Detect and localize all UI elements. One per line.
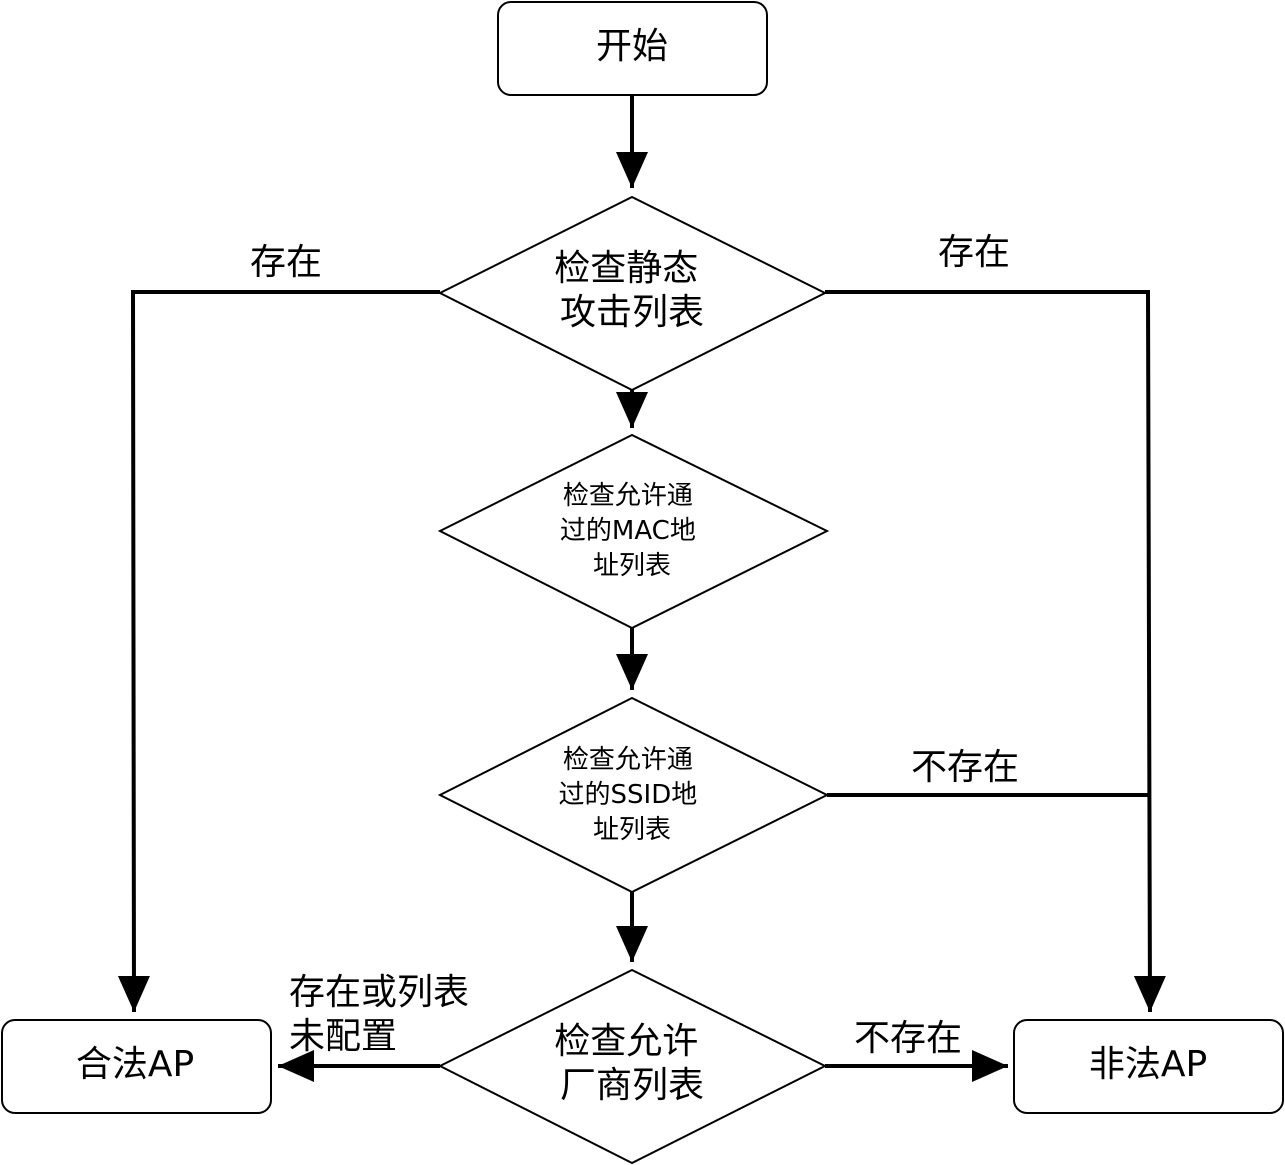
- node-static-attack-check: 检查静态 攻击列表: [437, 195, 828, 392]
- illegal-ap-label-line: 非法AP: [1089, 1044, 1207, 1085]
- mac-list-label: 检查允许通 过的MAC地 址列表: [560, 481, 704, 581]
- edge-label-static-exists-left: 存在: [250, 242, 322, 283]
- ssid-list-label-line-3: 址列表: [593, 815, 671, 845]
- start-label: 开始: [596, 26, 668, 67]
- ssid-list-label-line-2: 过的SSID地: [559, 780, 698, 810]
- mac-list-label-line-2: 过的MAC地: [560, 516, 696, 546]
- start-label-line: 开始: [596, 26, 668, 67]
- edge-label-vendor-not-exists: 不存在: [854, 1018, 962, 1059]
- static-attack-label: 检查静态 攻击列表: [554, 248, 709, 333]
- edge-label-static-exists-right-line: 存在: [938, 232, 1010, 273]
- edge-static-left-to-legal: [117, 290, 440, 1013]
- ssid-list-diamond: [437, 696, 830, 894]
- edge-label-static-exists-left-line: 存在: [250, 242, 322, 283]
- ssid-list-label-line-1: 检查允许通: [563, 745, 693, 775]
- vendor-list-diamond: [437, 968, 828, 1165]
- node-legal-ap: 合法AP: [1, 1019, 272, 1114]
- edge-label-vendor-not-exists-line: 不存在: [854, 1018, 962, 1059]
- edges: [117, 96, 1166, 1082]
- illegal-ap-label: 非法AP: [1089, 1044, 1207, 1085]
- static-attack-diamond: [437, 195, 828, 392]
- edge-static-right-to-illegal: [825, 290, 1166, 1013]
- edge-labels: 存在 存在 不存在 存在或列表 未配置 不存在: [250, 232, 1019, 1059]
- legal-ap-label: 合法AP: [76, 1044, 194, 1085]
- node-start: 开始: [497, 1, 768, 96]
- vendor-list-label-line-2: 厂商列表: [560, 1065, 704, 1106]
- edge-label-vendor-exists-line-1: 存在或列表: [289, 972, 469, 1013]
- node-vendor-list-check: 检查允许 厂商列表: [437, 968, 828, 1165]
- legal-ap-box: [1, 1019, 272, 1114]
- static-attack-label-line-2: 攻击列表: [560, 292, 704, 333]
- vendor-list-label-line-1: 检查允许: [554, 1021, 698, 1062]
- mac-list-label-line-1: 检查允许通: [563, 481, 693, 511]
- edge-label-ssid-not-exists-line: 不存在: [911, 747, 1019, 788]
- legal-ap-label-line: 合法AP: [76, 1044, 194, 1085]
- edge-label-static-exists-right: 存在: [938, 232, 1010, 273]
- illegal-ap-box: [1013, 1019, 1284, 1114]
- vendor-list-label: 检查允许 厂商列表: [554, 1021, 709, 1106]
- ssid-list-label: 检查允许通 过的SSID地 址列表: [559, 745, 706, 845]
- static-attack-label-line-1: 检查静态: [554, 248, 698, 289]
- mac-list-diamond: [437, 433, 830, 630]
- node-mac-list-check: 检查允许通 过的MAC地 址列表: [437, 433, 830, 630]
- edge-label-ssid-not-exists: 不存在: [911, 747, 1019, 788]
- start-box: [497, 1, 768, 96]
- mac-list-label-line-3: 址列表: [593, 551, 671, 581]
- edge-label-vendor-exists-or-unconfigured: 存在或列表 未配置: [289, 972, 480, 1057]
- node-illegal-ap: 非法AP: [1013, 1019, 1284, 1114]
- node-ssid-list-check: 检查允许通 过的SSID地 址列表: [437, 696, 830, 894]
- edge-label-vendor-exists-line-2: 未配置: [289, 1016, 397, 1057]
